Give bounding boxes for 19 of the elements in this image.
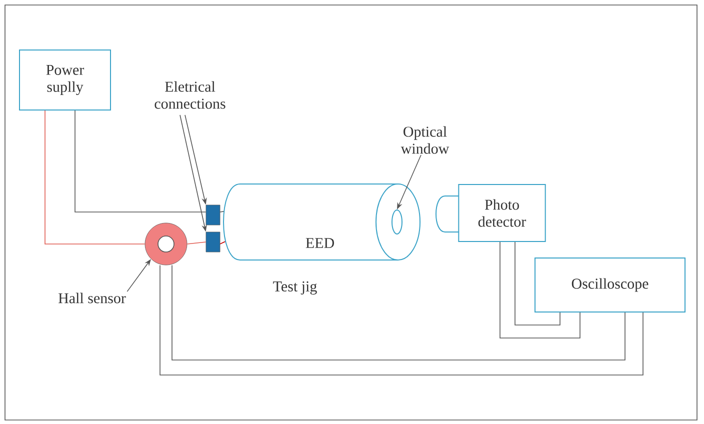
wire — [74, 110, 206, 212]
wire — [172, 264, 626, 360]
wire — [44, 110, 146, 244]
callout-text: Optical window — [400, 126, 450, 154]
callout-text: Eletrical connections — [154, 81, 226, 109]
wire — [500, 242, 580, 338]
power-supply-box: Power suplly — [19, 50, 111, 110]
connector-block — [206, 232, 220, 252]
optical-window — [392, 210, 402, 234]
wire — [186, 242, 206, 244]
wire — [514, 242, 560, 326]
connector-block — [206, 204, 220, 226]
wire — [160, 264, 644, 376]
node-label: Test jig — [273, 281, 317, 295]
hall-sensor-ring — [144, 222, 188, 266]
test-jig-cylinder: EED — [223, 184, 420, 260]
callout-text: Hall sensor — [58, 292, 126, 304]
detector-box: Photo detector — [436, 184, 546, 242]
oscilloscope-box: Oscilloscope — [534, 258, 686, 312]
